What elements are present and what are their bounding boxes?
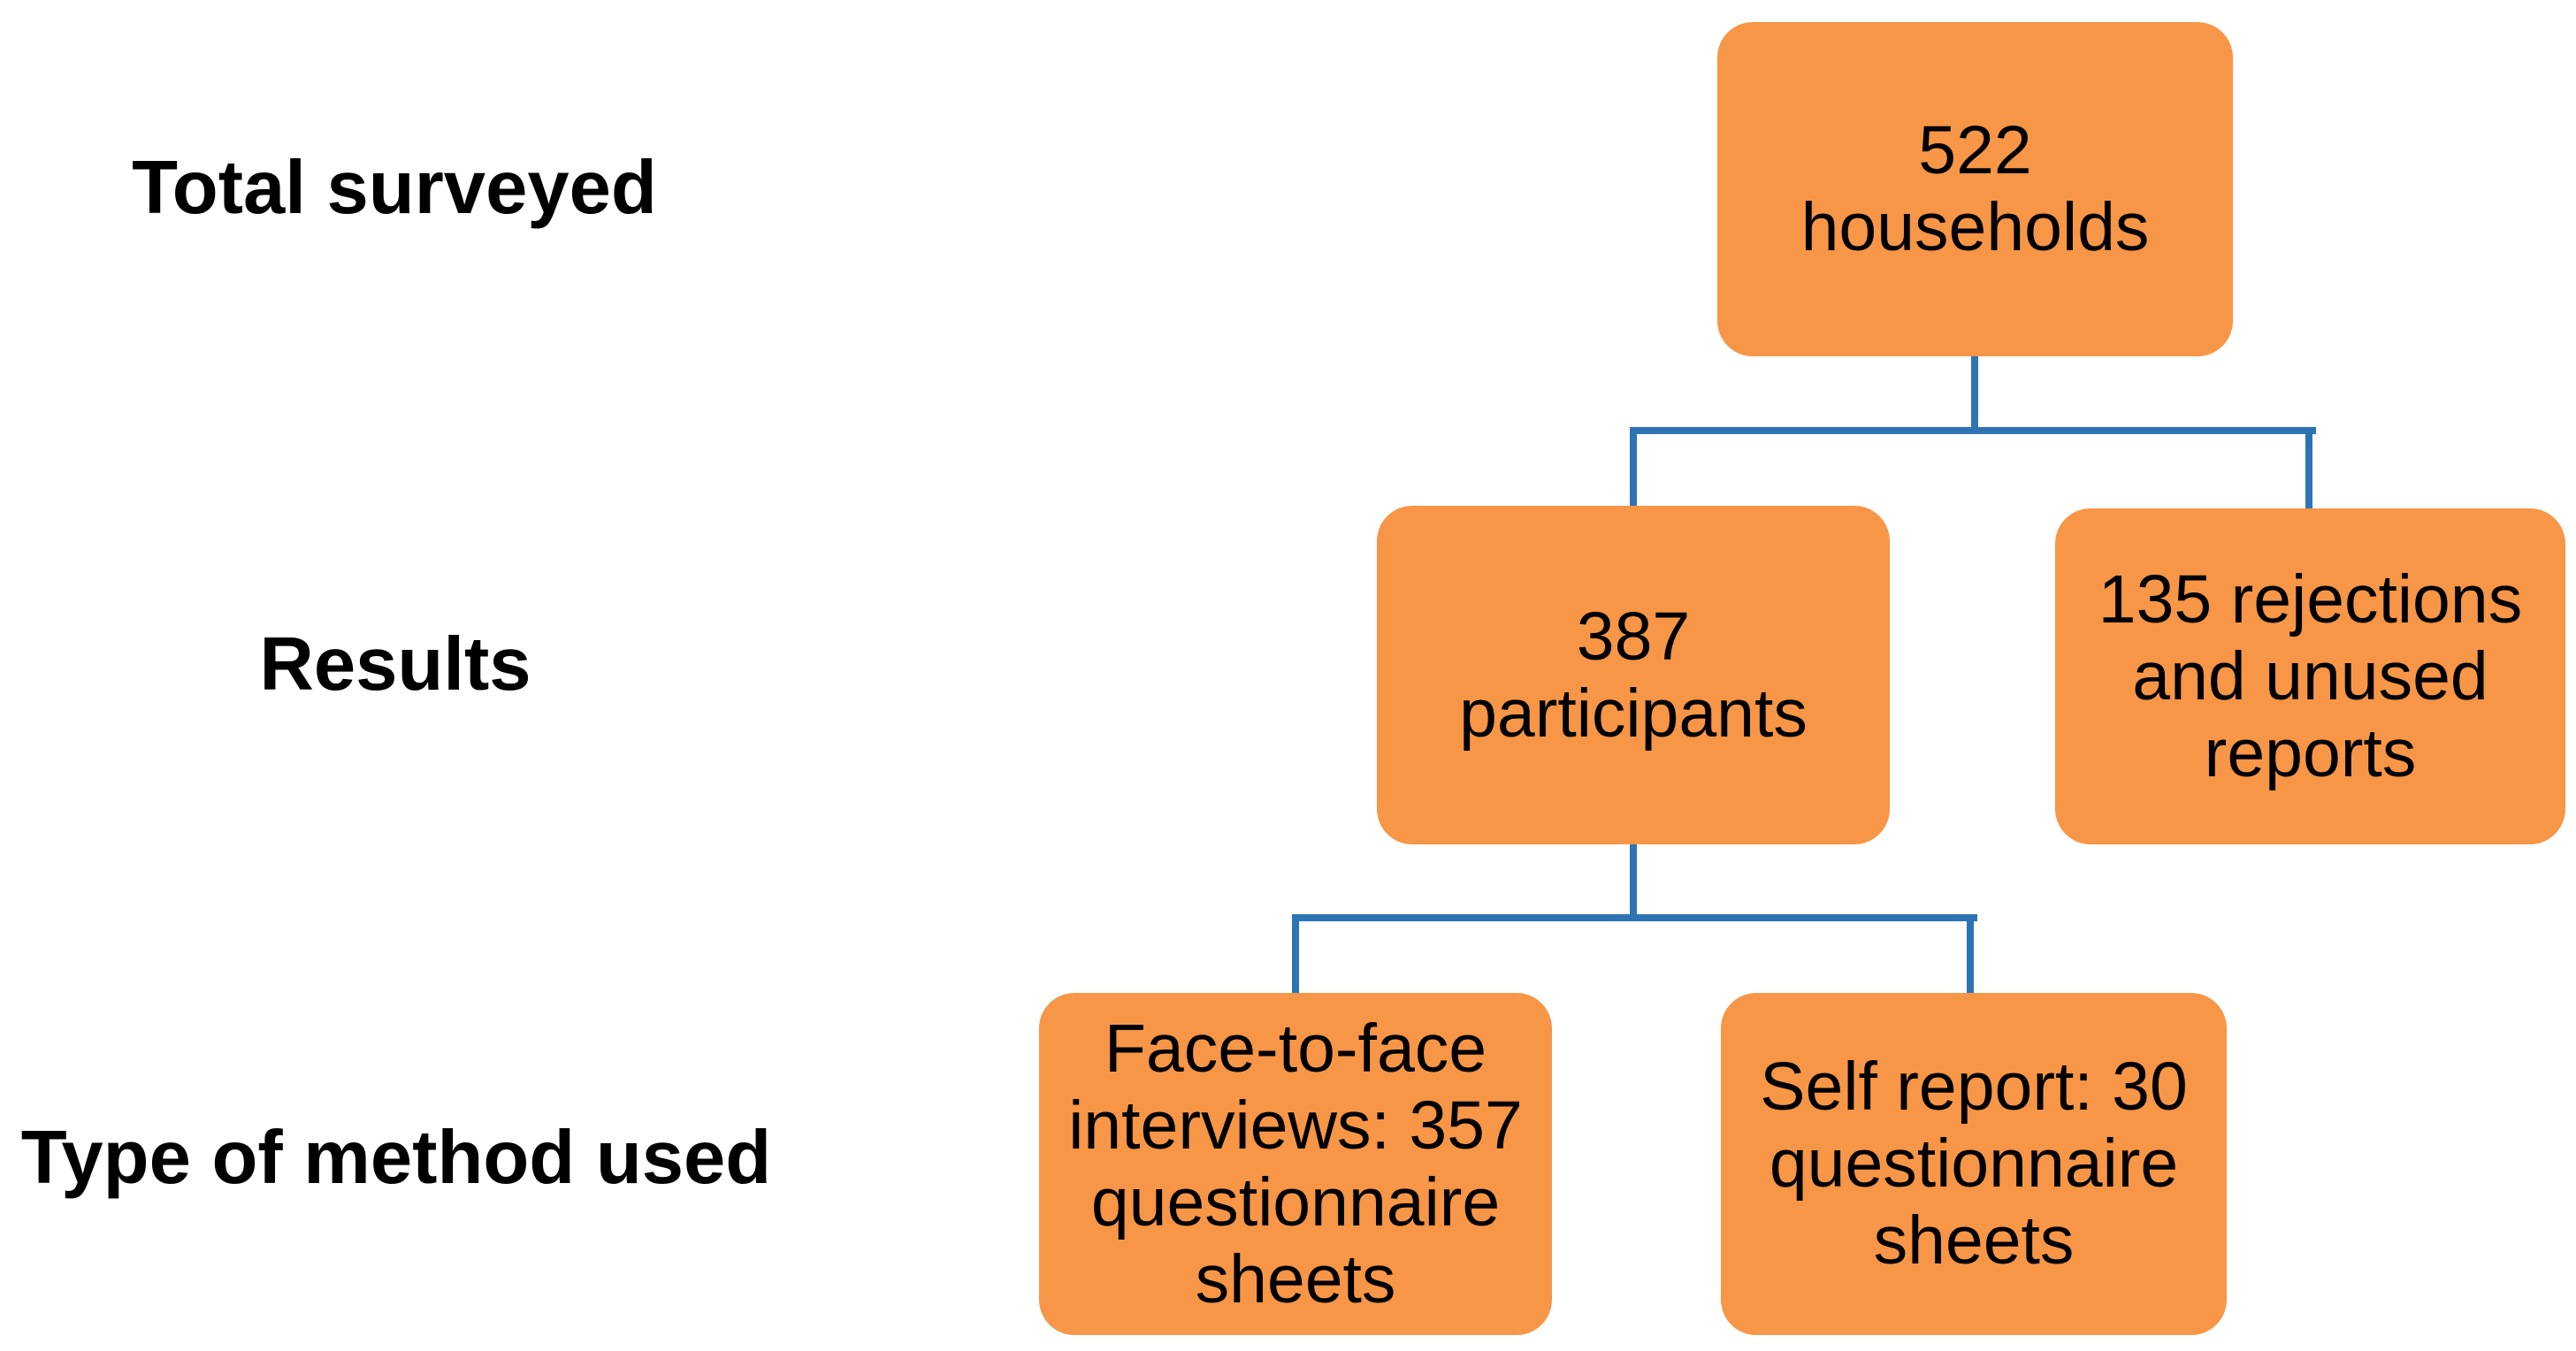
connector-rejections-drop (2305, 427, 2312, 512)
connector-participants-down (1630, 844, 1637, 921)
node-line: Face-to-face (1104, 1010, 1487, 1087)
node-line: Self report: 30 (1760, 1049, 2188, 1125)
node-line: 135 rejections (2098, 561, 2523, 637)
node-line: questionnaire (1769, 1126, 2179, 1202)
connector-results-horizontal (1630, 427, 2316, 434)
node-line: participants (1459, 675, 1808, 752)
row-label-results: Results (259, 622, 531, 706)
connector-methods-horizontal (1292, 914, 1977, 921)
connector-households-down (1971, 356, 1978, 434)
row-label-type-of-method-used: Type of method used (20, 1116, 772, 1200)
node-line: interviews: 357 (1068, 1087, 1523, 1164)
node-line: sheets (1195, 1240, 1396, 1317)
row-label-total-surveyed: Total surveyed (132, 146, 657, 230)
node-line: questionnaire (1090, 1164, 1501, 1240)
node-line: sheets (1873, 1202, 2075, 1278)
connector-self-report-drop (1967, 914, 1974, 995)
node-line: reports (2204, 714, 2417, 791)
node-line: 522 (1918, 112, 2032, 188)
node-522-households: 522 households (1717, 22, 2233, 356)
node-387-participants: 387 participants (1377, 506, 1890, 844)
node-self-report: Self report: 30 questionnaire sheets (1721, 993, 2227, 1335)
node-line: households (1800, 189, 2150, 265)
node-line: 387 (1576, 598, 1691, 675)
node-135-rejections: 135 rejections and unused reports (2055, 508, 2565, 844)
connector-participants-drop (1630, 427, 1637, 508)
node-line: and unused (2132, 637, 2488, 714)
connector-face-to-face-drop (1292, 914, 1299, 995)
node-face-to-face-interviews: Face-to-face interviews: 357 questionnai… (1039, 993, 1552, 1335)
